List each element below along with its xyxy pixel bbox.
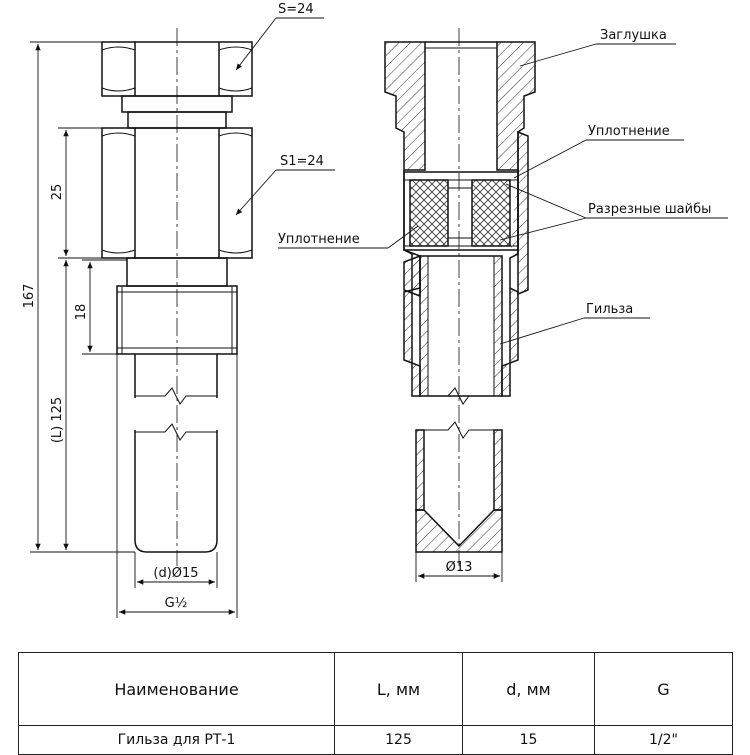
header-name: Наименование bbox=[18, 652, 335, 726]
callout-sleeve: Гильза bbox=[586, 302, 633, 317]
callout-seal-left: Уплотнение bbox=[278, 232, 360, 247]
cell-thread: 1/2" bbox=[594, 725, 733, 755]
left-dimensions bbox=[30, 17, 335, 618]
body-right-flank bbox=[517, 130, 529, 296]
callout-washers: Разрезные шайбы bbox=[588, 202, 711, 217]
left-view bbox=[101, 28, 253, 566]
dim-body: 25 bbox=[50, 184, 65, 201]
sleeve-lower-left-wall bbox=[415, 429, 425, 511]
right-view bbox=[384, 28, 536, 566]
dim-length: (L) 125 bbox=[50, 397, 65, 443]
plug-right-wall bbox=[496, 41, 536, 171]
cell-length: 125 bbox=[334, 725, 463, 755]
sleeve-lower-right-wall bbox=[493, 429, 503, 511]
callout-seal-top: Уплотнение bbox=[588, 124, 670, 139]
table-row: Гильза для РТ-1 125 15 1/2" bbox=[18, 725, 733, 755]
dim-total: 167 bbox=[22, 284, 37, 309]
tube-lower bbox=[134, 423, 218, 553]
spec-table: Наименование L, мм d, мм G Гильза для РТ… bbox=[18, 652, 733, 755]
split-washer-right bbox=[471, 179, 511, 247]
table-header-row: Наименование L, мм d, мм G bbox=[18, 652, 733, 726]
hex-body-label: S1=24 bbox=[280, 154, 324, 169]
header-diameter: d, мм bbox=[462, 652, 595, 726]
sleeve-tip bbox=[415, 509, 503, 553]
header-thread: G bbox=[594, 652, 733, 726]
dim-diameter: (d)Ø15 bbox=[153, 566, 198, 581]
technical-drawing: S=24 S1=24 167 25 18 (L) 125 (d)Ø15 G½ bbox=[22, 2, 728, 618]
header-length: L, мм bbox=[334, 652, 463, 726]
cell-diameter: 15 bbox=[462, 725, 595, 755]
callout-plug: Заглушка bbox=[600, 28, 667, 43]
dim-inner-diameter: Ø13 bbox=[446, 560, 473, 575]
sleeve-upper bbox=[419, 255, 503, 405]
sleeve-lower bbox=[415, 421, 503, 553]
split-washer-left bbox=[409, 179, 449, 247]
body-left-lower bbox=[403, 254, 421, 298]
right-leaders bbox=[278, 43, 728, 582]
dim-thread-size: G½ bbox=[165, 596, 188, 611]
cell-name: Гильза для РТ-1 bbox=[18, 725, 335, 755]
washer-gap bbox=[447, 187, 473, 239]
plug-left-wall bbox=[384, 41, 426, 171]
tube-upper bbox=[134, 354, 218, 405]
dim-thread: 18 bbox=[74, 304, 89, 321]
hex-top-label: S=24 bbox=[278, 2, 314, 17]
